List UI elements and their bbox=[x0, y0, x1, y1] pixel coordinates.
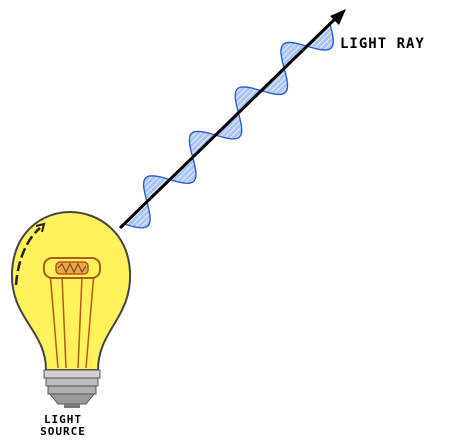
wave-shape bbox=[124, 24, 333, 228]
light-bulb bbox=[12, 212, 130, 408]
light-source-label: LIGHT SOURCE bbox=[30, 414, 96, 438]
filament-coil bbox=[44, 258, 100, 278]
ray-line bbox=[120, 18, 336, 228]
bulb-glass bbox=[12, 212, 130, 370]
bulb-base bbox=[44, 370, 100, 408]
light-wave bbox=[124, 24, 333, 228]
light-ray bbox=[120, 9, 346, 228]
light-ray-label: LIGHT RAY bbox=[340, 36, 425, 52]
light-source-label-line2: SOURCE bbox=[30, 426, 96, 438]
